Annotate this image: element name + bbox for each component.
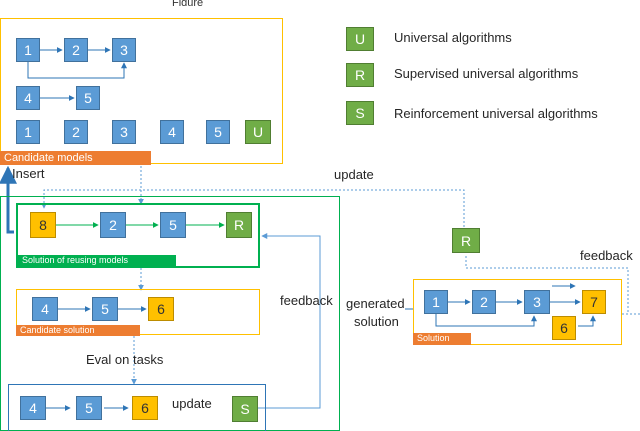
feedback-left-label: feedback: [280, 293, 333, 308]
solution-frame: [413, 279, 622, 345]
bottom-frame: [8, 384, 266, 431]
reuse-frame: [16, 203, 260, 268]
sol-node-7: 7: [582, 290, 606, 314]
generated-label-line2: solution: [354, 314, 399, 329]
r-node: R: [452, 228, 480, 253]
reuse-node-r: R: [226, 212, 252, 238]
sol-node-2: 2: [472, 290, 496, 314]
cm-node-2: 2: [64, 38, 88, 62]
legend-u-label: Universal algorithms: [394, 30, 512, 45]
edge-c1-c3: [27, 62, 127, 79]
bottom-node-5: 5: [76, 396, 102, 420]
legend-s-label: Reinforcement universal algorithms: [394, 106, 598, 121]
sol-node-6: 6: [552, 316, 576, 340]
update-bottom-label: update: [172, 396, 212, 411]
generated-label-line1: generated: [346, 296, 405, 311]
candidate-solution-label: Candidate solution: [16, 325, 140, 336]
sol-node-1: 1: [424, 290, 448, 314]
candidate-models-label: Candidate models: [0, 151, 151, 165]
feedback-left-path: [258, 233, 321, 409]
cm-row3-2: 2: [64, 120, 88, 144]
cm-row3-5: 5: [206, 120, 230, 144]
cm-node-5: 5: [76, 86, 100, 110]
eval-label: Eval on tasks: [86, 352, 164, 367]
cm-node-3: 3: [112, 38, 136, 62]
edge-s6-s7: [578, 315, 596, 327]
cm-row3-4: 4: [160, 120, 184, 144]
cm-row3-3: 3: [112, 120, 136, 144]
cs-node-5: 5: [92, 297, 118, 321]
feedback-right-path: [465, 254, 629, 312]
reuse-node-2: 2: [100, 212, 126, 238]
cm-row3-1: 1: [16, 120, 40, 144]
reuse-node-5: 5: [160, 212, 186, 238]
legend-u-symbol: U: [346, 27, 374, 51]
figure-caption: Figure: [172, 0, 204, 6]
cs-node-4: 4: [32, 297, 58, 321]
reuse-label: Solution of reusing models: [18, 255, 176, 266]
sol-node-3: 3: [524, 290, 550, 314]
bottom-node-s: S: [232, 396, 258, 422]
edge-s1-s3: [435, 314, 537, 327]
feedback-right-label: feedback: [580, 248, 633, 263]
legend-r-label: Supervised universal algorithms: [394, 66, 579, 81]
cm-node-1: 1: [16, 38, 40, 62]
update-top-label: update: [334, 167, 374, 182]
cm-node-4: 4: [16, 86, 40, 110]
cm-row3-u: U: [245, 120, 271, 144]
reuse-node-8: 8: [30, 212, 56, 238]
bottom-node-4: 4: [20, 396, 46, 420]
legend-r-symbol: R: [346, 63, 374, 87]
cs-node-6: 6: [148, 297, 174, 321]
insert-arrow: [0, 165, 17, 234]
bottom-node-6: 6: [132, 396, 158, 420]
candidate-models-frame: [0, 18, 283, 164]
solution-label: Solution: [413, 333, 471, 345]
insert-label: Insert: [12, 166, 45, 181]
legend-s-symbol: S: [346, 101, 374, 125]
update-top-path: [41, 189, 465, 227]
